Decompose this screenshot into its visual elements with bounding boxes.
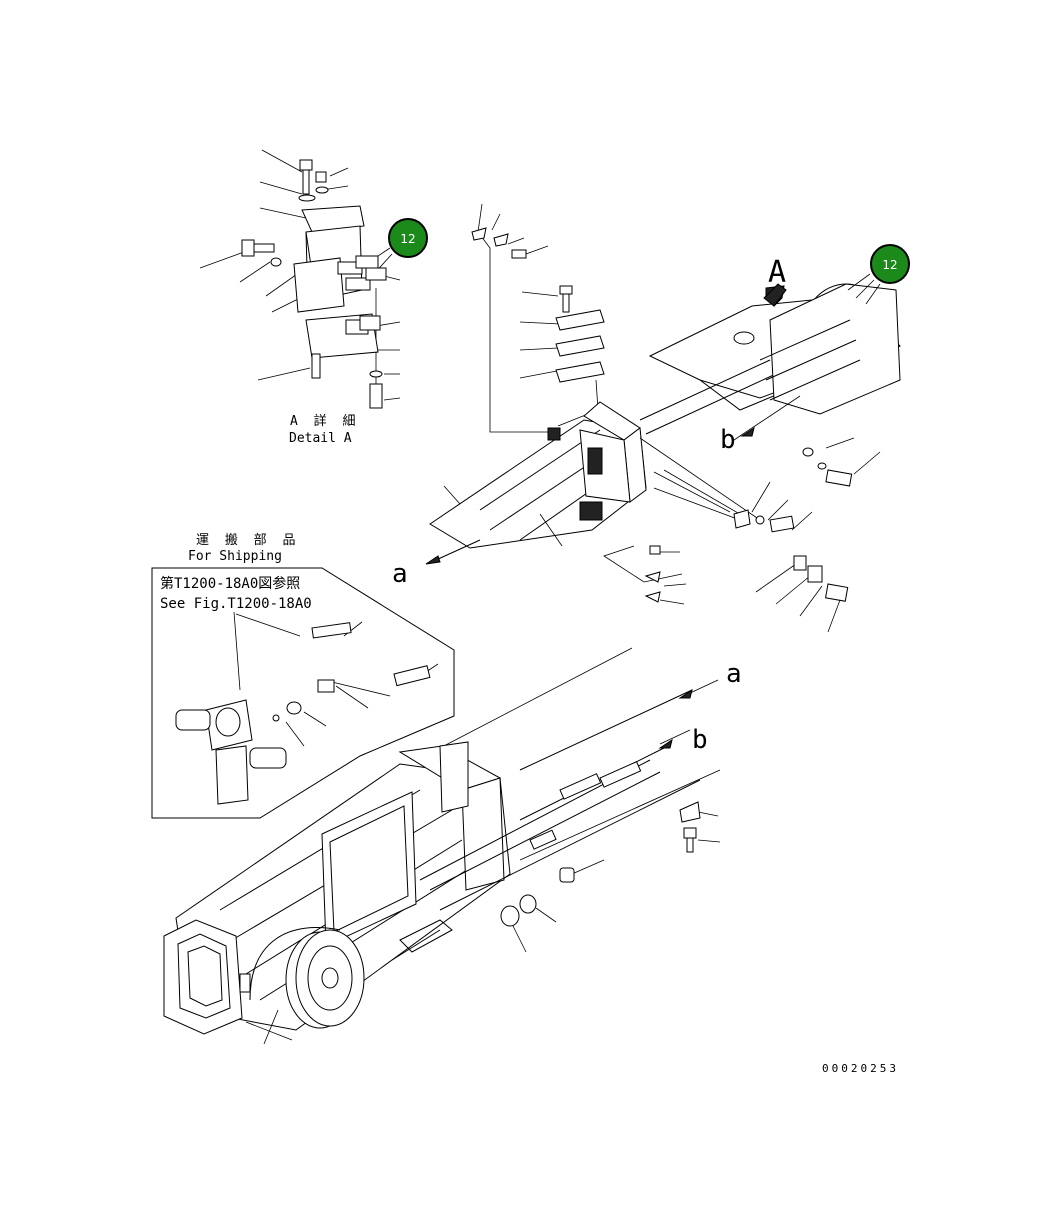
callout-number: 12: [882, 258, 897, 272]
shipping-title-en: For Shipping: [188, 549, 282, 564]
label-a-lower: a: [726, 659, 742, 689]
shipping-ref-en: See Fig.T1200-18A0: [160, 596, 312, 612]
arrow-icon: [763, 283, 787, 307]
for-shipping-group: 運 搬 部 品 For Shipping 第T1200-18A0図参照 See …: [151, 533, 455, 819]
callout-12-detail[interactable]: 12: [388, 218, 428, 258]
detail-a-title-en: Detail A: [289, 431, 352, 446]
shipping-ref-jp: 第T1200-18A0図参照: [160, 575, 300, 592]
label-b-upper: b: [720, 425, 736, 455]
shipping-title-jp: 運 搬 部 品: [196, 533, 299, 548]
upper-boom-assembly: A b a: [392, 203, 901, 633]
label-a-upper: a: [392, 559, 408, 589]
label-b-lower: b: [692, 725, 708, 755]
detail-a-title-jp: A 詳 細: [290, 413, 359, 429]
lower-boom-assembly: a b: [163, 647, 742, 1045]
callout-12-main[interactable]: 12: [847, 244, 910, 305]
detail-a-group: A 詳 細 Detail A: [199, 149, 401, 446]
label-A: A: [768, 255, 786, 290]
callout-number: 12: [400, 232, 415, 246]
drawing-id: 00020253: [822, 1062, 899, 1075]
